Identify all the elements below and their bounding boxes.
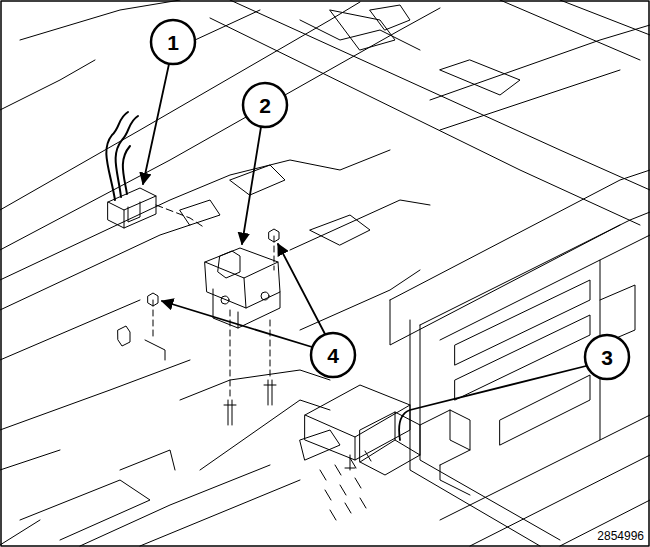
sensor [205, 248, 280, 328]
callout-number: 2 [259, 95, 271, 116]
mounting-panel [390, 170, 650, 546]
studs [118, 229, 279, 425]
figure-number: 2854996 [597, 530, 644, 542]
callout-circles [151, 20, 629, 379]
callout-number: 3 [601, 347, 613, 368]
leader-lines [143, 64, 586, 440]
callout-number: 4 [327, 345, 339, 366]
callout-number: 1 [167, 32, 179, 53]
